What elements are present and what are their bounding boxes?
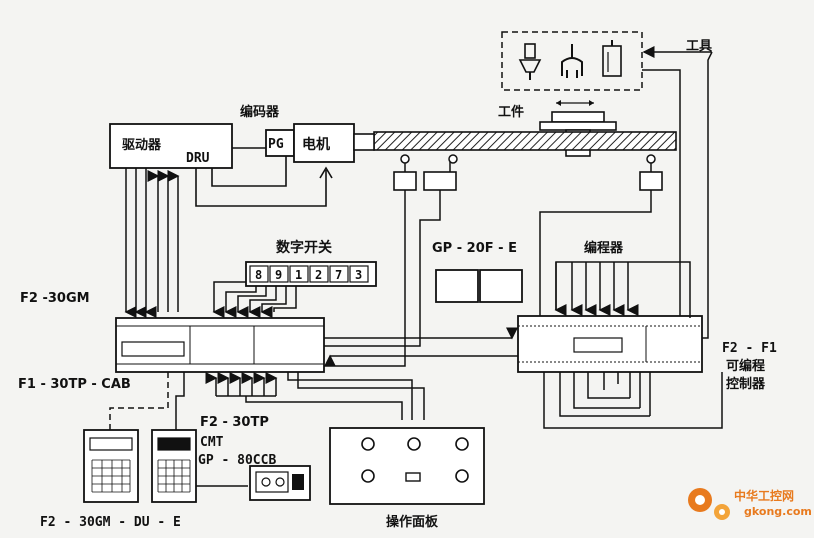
driver-label: 驱动器: [122, 138, 162, 153]
handheld-cables: [109, 372, 248, 487]
tool-magazine: [501, 31, 643, 91]
dru-label: DRU: [186, 151, 210, 166]
digital-switch-label: 数字开关: [276, 239, 332, 256]
gripper-tool-icon: [561, 44, 583, 78]
f2-30gm-unit: [115, 317, 325, 373]
handheld-terminal-right: [151, 429, 197, 503]
driver-gm-signals: [124, 168, 180, 318]
digit-6: 3: [355, 268, 362, 282]
drill-tool-icon: [518, 43, 542, 80]
digit-1: 8: [255, 268, 262, 282]
watermark-url: gkong.com: [744, 505, 812, 518]
motor-shaft: [353, 133, 375, 151]
ball-screw: [373, 131, 677, 151]
digit-5: 7: [335, 268, 342, 282]
handheld-terminal-left: [83, 429, 139, 503]
motor-box: [293, 123, 355, 163]
cassette-device: [249, 465, 311, 501]
encoder-label: 编码器: [240, 104, 280, 120]
plc-line2-label: 可编程: [726, 358, 765, 374]
f2-30gm-label: F2 -30GM: [20, 291, 90, 306]
tool-label: 工具: [686, 39, 712, 54]
driver-box: [109, 123, 233, 169]
limit-switch-3: [639, 154, 663, 191]
workpiece-label: 工件: [498, 104, 524, 120]
pg-label: PG: [268, 137, 284, 152]
motor-label: 电机: [302, 136, 330, 153]
digit-2: 9: [275, 268, 282, 282]
cmt-label: CMT: [200, 435, 224, 450]
gp80ccb-label: GP - 80CCB: [198, 453, 276, 468]
plc-unit: [517, 315, 703, 373]
gm-plc-link: [324, 327, 518, 367]
plc-model-label: F2 - F1: [722, 341, 777, 356]
limit-switch-1: [393, 154, 417, 191]
limit-switch-2: [423, 154, 458, 191]
limit-switch-wiring: [324, 190, 652, 367]
switch-gm-lines: [212, 281, 297, 318]
f2-30gm-du-e-label: F2 - 30GM - DU - E: [40, 515, 181, 530]
panel-gm-lines: [205, 372, 425, 420]
plc-line3-label: 控制器: [726, 376, 766, 392]
f1-30tp-cab-label: F1 - 30TP - CAB: [18, 377, 131, 392]
driver-motor-wiring: [195, 147, 333, 207]
pg-box: [265, 129, 295, 157]
switch-digits: 8 9 1 2 7 3: [249, 265, 369, 283]
watermark-site: 中华工控网: [734, 488, 794, 503]
watermark: 中华工控网 gkong.com: [688, 488, 812, 520]
digit-4: 2: [315, 268, 322, 282]
digit-3: 1: [295, 268, 302, 282]
plc-output-lines: [543, 372, 723, 429]
programmer-plc-lines: [554, 51, 713, 339]
gp20f-label: GP - 20F - E: [432, 241, 517, 256]
f2-30tp-label: F2 - 30TP: [200, 415, 269, 430]
cutter-tool-icon: [602, 40, 622, 77]
programmer-label: 编程器: [584, 240, 624, 256]
gear-icon: [688, 488, 730, 520]
operation-panel: [329, 427, 485, 505]
gp20f-unit: [435, 269, 523, 303]
operation-panel-label: 操作面板: [386, 514, 439, 530]
